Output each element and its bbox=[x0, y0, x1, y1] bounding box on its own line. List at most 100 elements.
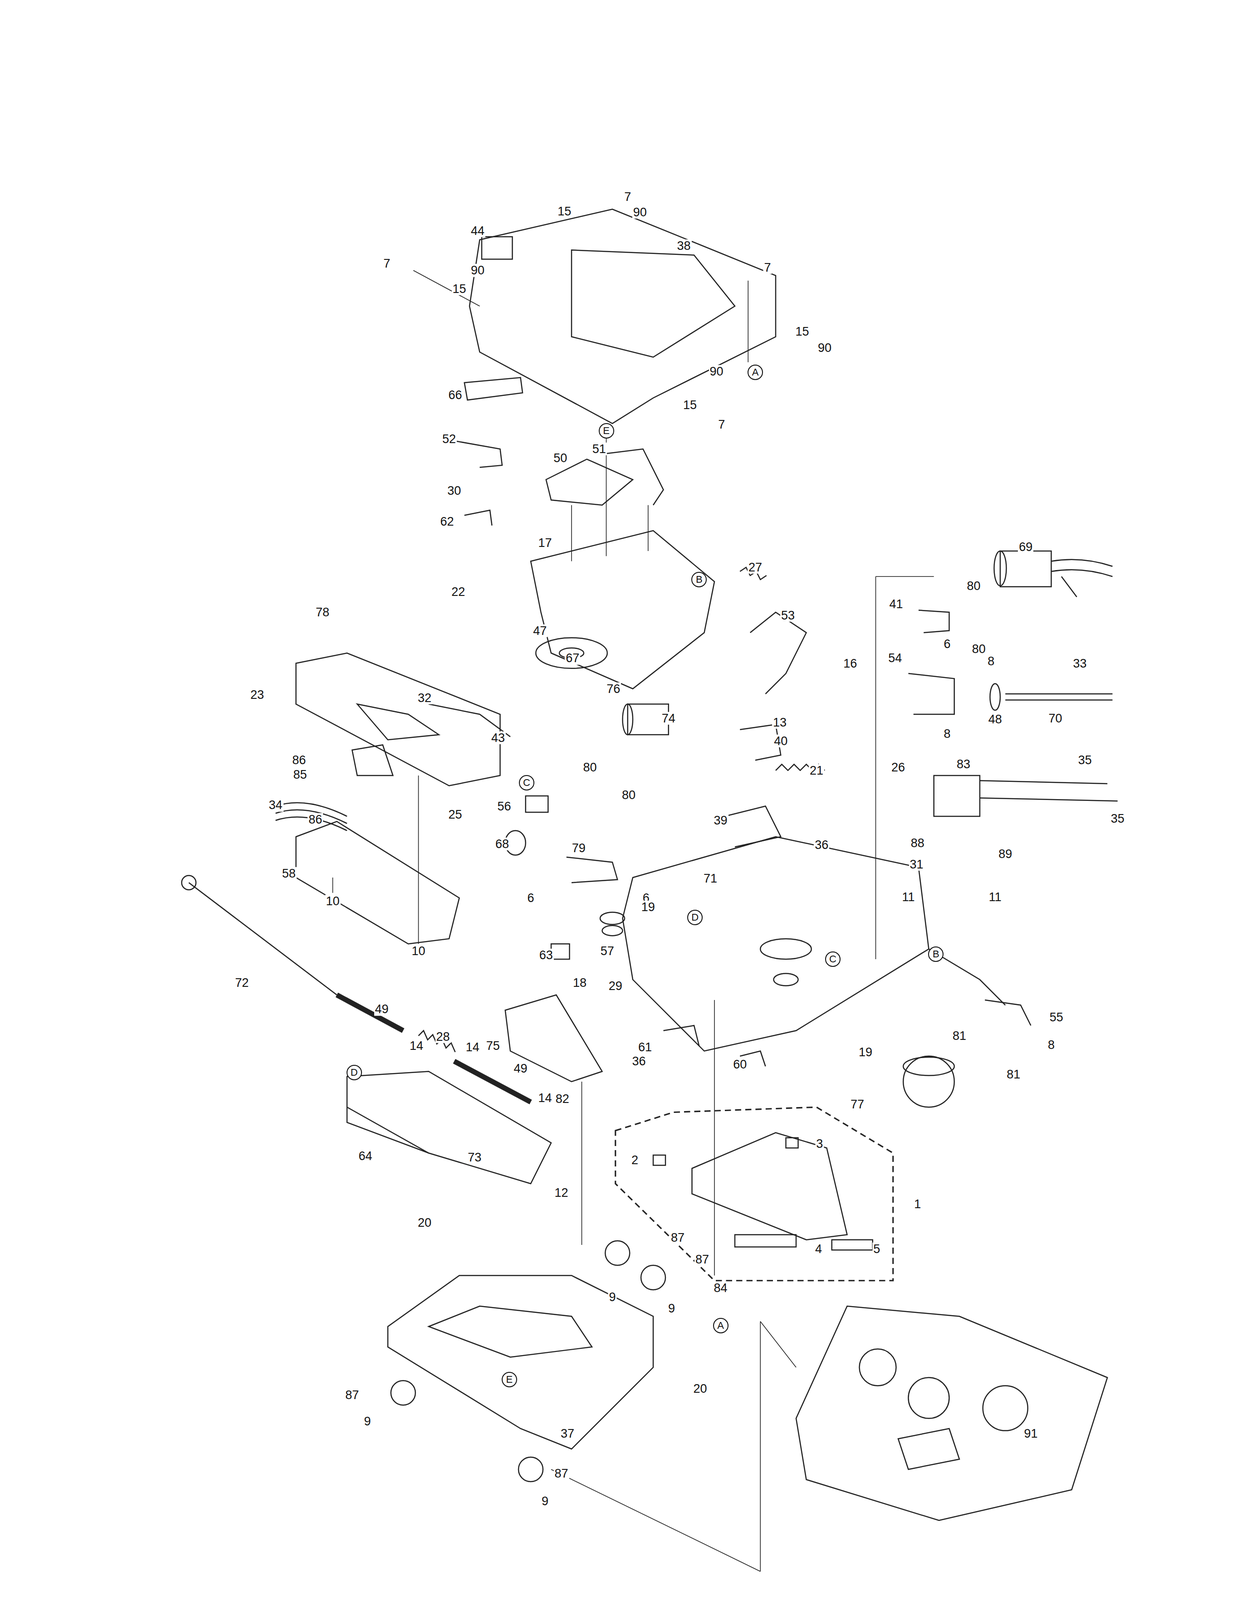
callout-number: 90 bbox=[708, 365, 724, 378]
part-outline bbox=[875, 576, 934, 577]
part-outline bbox=[663, 1025, 700, 1047]
callout-number: 30 bbox=[446, 484, 462, 498]
callout-number: 60 bbox=[732, 1058, 748, 1071]
callout-number: 32 bbox=[416, 691, 433, 705]
part-outline bbox=[692, 1133, 848, 1241]
part-outline bbox=[505, 995, 603, 1082]
part-outline bbox=[387, 1276, 654, 1450]
callout-number: 80 bbox=[965, 579, 982, 592]
callout-number: 20 bbox=[692, 1382, 708, 1396]
reference-letter: C bbox=[825, 951, 841, 968]
callout-number: 88 bbox=[909, 836, 926, 850]
part-outline bbox=[759, 1321, 761, 1572]
callout-number: 20 bbox=[416, 1216, 433, 1229]
callout-number: 36 bbox=[630, 1055, 647, 1068]
callout-number: 2 bbox=[630, 1153, 640, 1167]
part-outline bbox=[615, 1107, 894, 1282]
part-outline bbox=[296, 821, 460, 944]
callout-number: 86 bbox=[291, 753, 307, 767]
part-outline bbox=[332, 877, 334, 894]
callout-number: 80 bbox=[971, 642, 987, 656]
callout-number: 53 bbox=[780, 609, 796, 622]
part-outline bbox=[713, 1000, 715, 1277]
part-outline bbox=[464, 510, 493, 526]
callout-number: 51 bbox=[591, 442, 607, 456]
base-chassis bbox=[505, 796, 1032, 1277]
callout-number: 9 bbox=[667, 1301, 676, 1315]
callout-number: 8 bbox=[1046, 1038, 1056, 1052]
callout-number: 56 bbox=[496, 799, 512, 813]
part-outline bbox=[428, 1306, 592, 1358]
callout-number: 64 bbox=[357, 1149, 373, 1163]
callout-number: 7 bbox=[623, 190, 632, 204]
part-outline bbox=[760, 938, 812, 960]
callout-number: 11 bbox=[900, 890, 916, 904]
part-outline bbox=[481, 236, 513, 260]
reference-letter: E bbox=[501, 1372, 518, 1388]
callout-number: 33 bbox=[1071, 656, 1088, 670]
callout-number: 82 bbox=[554, 1092, 571, 1106]
callout-number: 27 bbox=[747, 561, 763, 574]
part-outline bbox=[551, 943, 570, 960]
callout-number: 87 bbox=[553, 1467, 569, 1481]
reference-letter: D bbox=[687, 909, 703, 926]
mechanism-plate bbox=[428, 440, 807, 738]
part-outline bbox=[1000, 551, 1052, 587]
callout-number: 90 bbox=[816, 341, 833, 355]
callout-number: 72 bbox=[234, 976, 250, 990]
callout-number: 50 bbox=[552, 451, 568, 465]
part-outline bbox=[933, 775, 980, 817]
part-outline bbox=[622, 704, 634, 736]
callout-number: 87 bbox=[669, 1231, 686, 1245]
part-outline bbox=[571, 505, 573, 562]
callout-number: 73 bbox=[466, 1150, 483, 1164]
part-outline bbox=[903, 1057, 955, 1076]
callout-number: 14 bbox=[464, 1040, 481, 1054]
callout-number: 35 bbox=[1077, 753, 1093, 767]
shaft-assembly bbox=[181, 875, 552, 1185]
callout-number: 68 bbox=[494, 837, 510, 851]
bottom-frame bbox=[387, 1081, 761, 1572]
part-outline bbox=[908, 1378, 950, 1419]
part-outline bbox=[347, 1071, 552, 1185]
callout-number: 6 bbox=[526, 891, 535, 905]
callout-number: 15 bbox=[794, 325, 810, 338]
reference-letter: B bbox=[928, 946, 944, 963]
part-outline bbox=[546, 459, 633, 506]
callout-number: 14 bbox=[408, 1039, 425, 1053]
part-outline bbox=[566, 857, 618, 883]
part-outline bbox=[734, 1235, 797, 1248]
callout-number: 9 bbox=[540, 1495, 550, 1508]
part-outline bbox=[918, 610, 950, 634]
loading-plate bbox=[275, 653, 501, 944]
part-outline bbox=[602, 449, 664, 506]
part-outline bbox=[750, 612, 807, 695]
callout-number: 69 bbox=[1017, 540, 1034, 554]
part-outline bbox=[640, 1265, 666, 1291]
callout-number: 28 bbox=[435, 1030, 451, 1044]
callout-number: 34 bbox=[267, 798, 284, 812]
part-outline bbox=[859, 1349, 897, 1387]
callout-number: 4 bbox=[814, 1242, 823, 1256]
part-outline bbox=[796, 1306, 1108, 1521]
part-outline bbox=[903, 1056, 955, 1108]
part-outline bbox=[275, 802, 348, 832]
part-outline bbox=[518, 1457, 543, 1482]
callout-number: 19 bbox=[640, 900, 656, 914]
callout-number: 29 bbox=[607, 979, 624, 993]
callout-number: 8 bbox=[942, 727, 952, 741]
part-outline bbox=[464, 377, 523, 401]
callout-number: 35 bbox=[1109, 811, 1126, 825]
part-outline bbox=[994, 551, 1007, 587]
callout-number: 14 bbox=[537, 1091, 553, 1105]
callout-number: 22 bbox=[450, 585, 466, 599]
part-outline bbox=[831, 1240, 873, 1251]
callout-number: 62 bbox=[439, 515, 455, 529]
callout-number: 89 bbox=[997, 847, 1013, 861]
motors-and-drive bbox=[622, 551, 1118, 960]
callout-number: 43 bbox=[490, 731, 506, 745]
part-outline bbox=[352, 745, 393, 777]
part-outline bbox=[337, 995, 404, 1032]
